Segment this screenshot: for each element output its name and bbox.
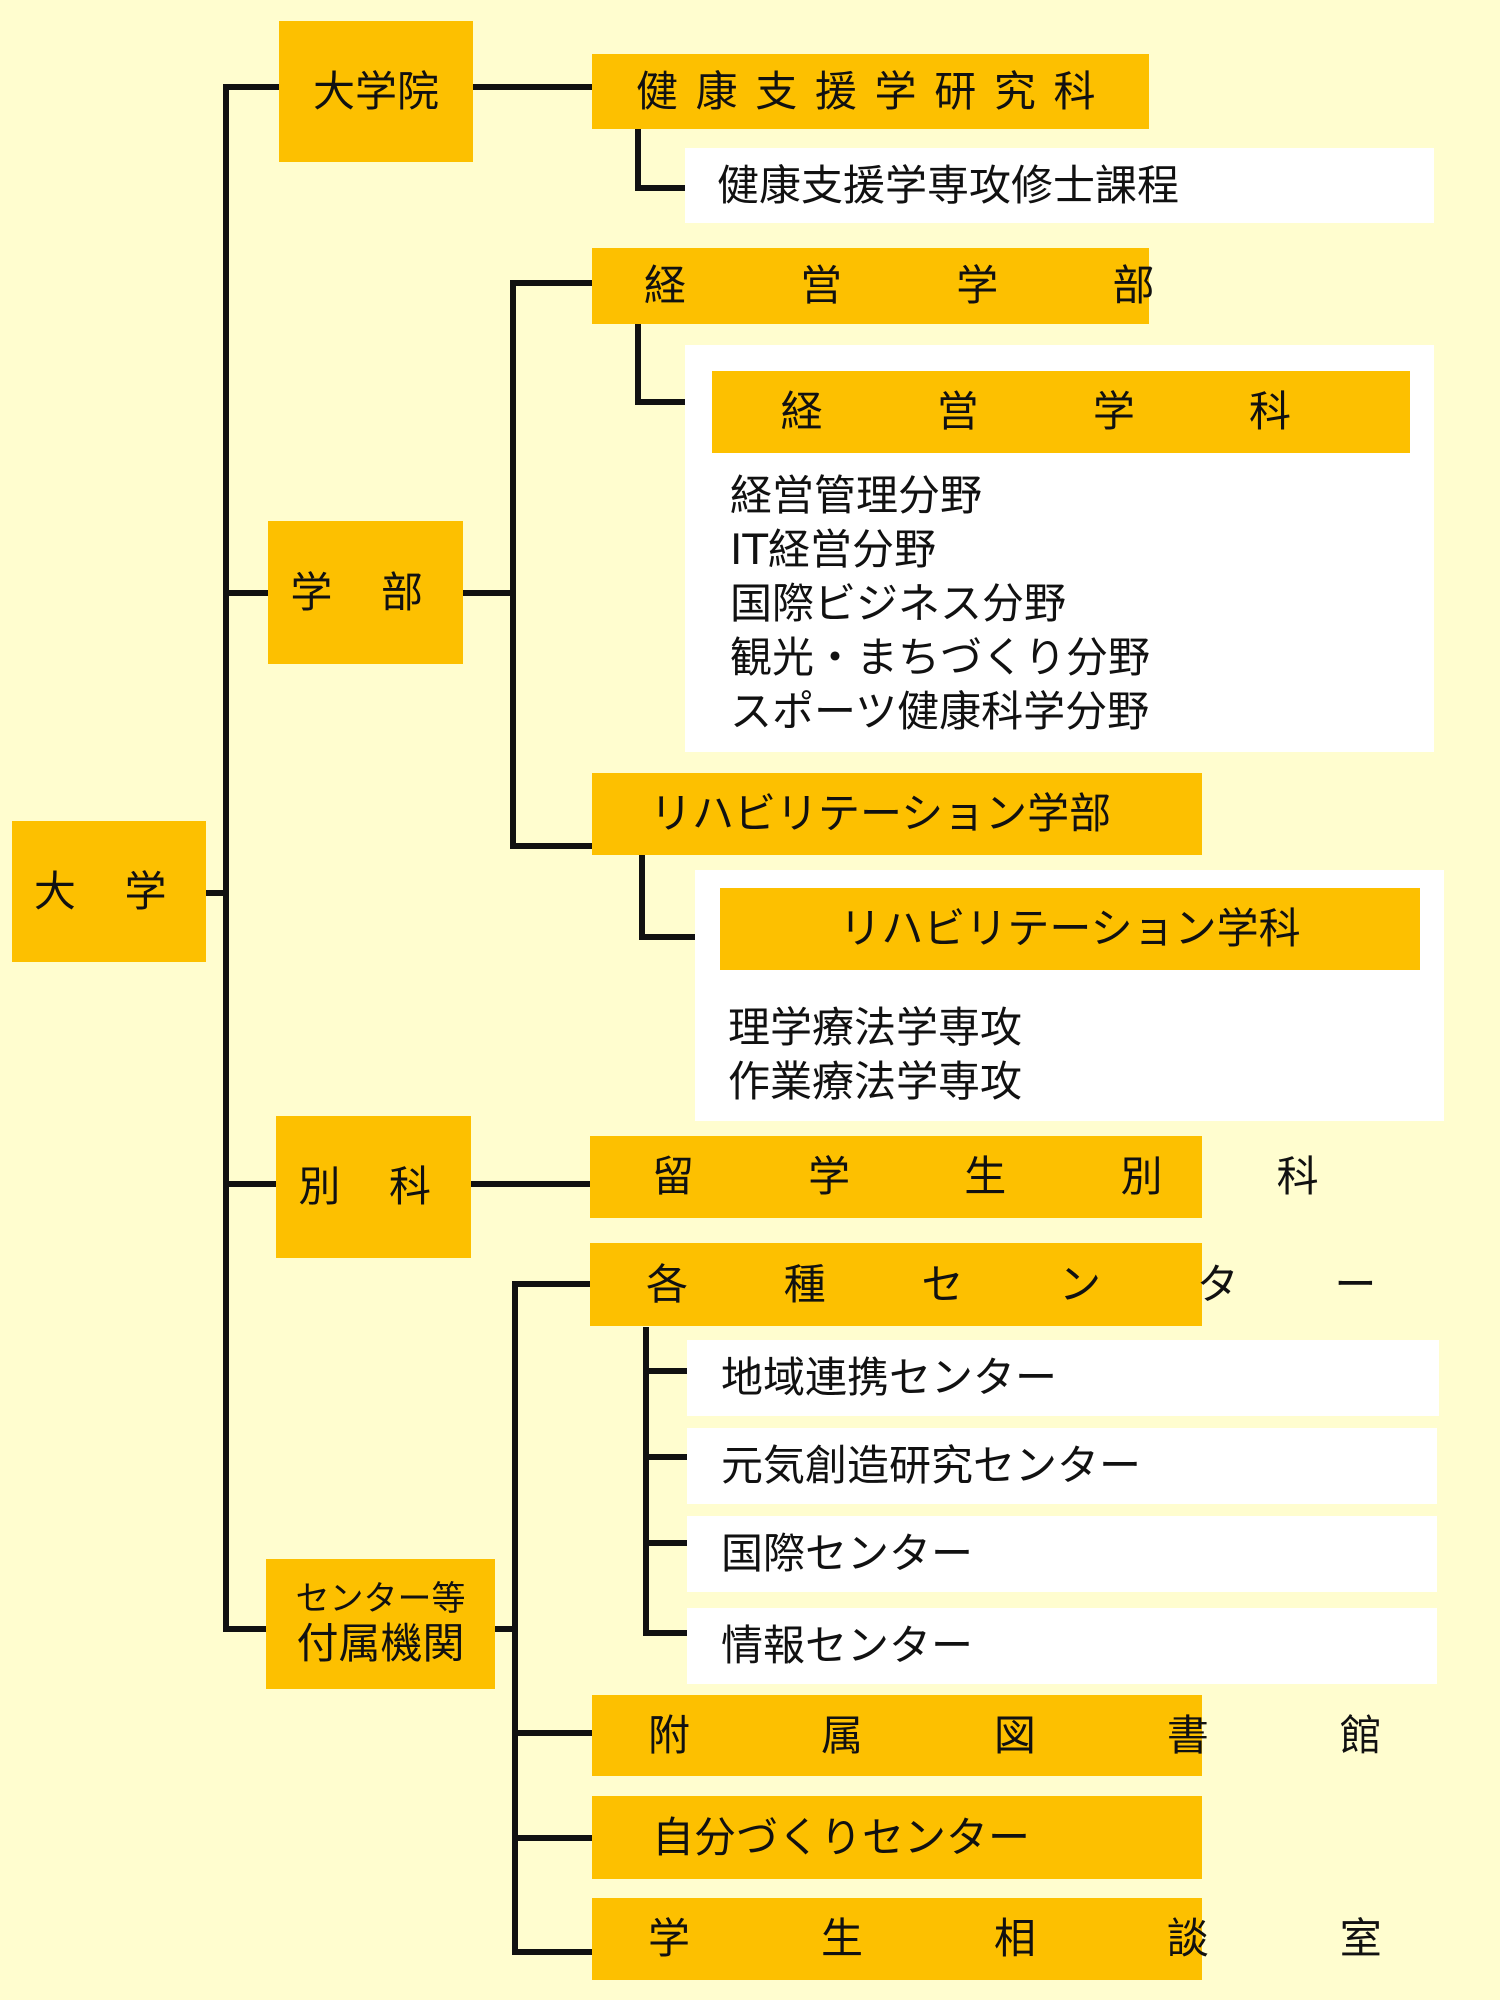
international-student-course-label: 留 学 生 別 科 <box>652 1152 1370 1201</box>
centers-label: 各 種 セ ン タ ー <box>646 1259 1418 1309</box>
connector-line <box>643 1327 649 1636</box>
special-course-label: 別 科 <box>298 1162 449 1211</box>
center-item-label: 国際センター <box>721 1529 974 1578</box>
management-field-item: 国際ビジネス分野 <box>730 579 1067 628</box>
management-field-item: IT経営分野 <box>730 525 937 574</box>
connector-line <box>635 185 685 191</box>
management-department-label: 経 営 学 科 <box>780 387 1342 436</box>
graduate-school-label: 健康支援学研究科 <box>636 66 1114 116</box>
library-label: 附 属 図 書 館 <box>648 1710 1441 1760</box>
management-department-box: 経 営 学 科 <box>712 371 1410 453</box>
connector-line <box>510 280 516 847</box>
management-field-item: 経営管理分野 <box>730 471 983 520</box>
international-student-course-box: 留 学 生 別 科 <box>590 1136 1319 1218</box>
connector-line <box>643 1630 687 1636</box>
jibun-center-label: 自分づくりセンター <box>652 1812 1031 1862</box>
rehab-department-label: リハビリテーション学科 <box>839 904 1301 953</box>
affiliated-label-bottom: 付属機関 <box>296 1619 465 1668</box>
affiliated-box: センター等 付属機関 <box>266 1559 495 1689</box>
rehab-faculty-box: リハビリテーション学部 <box>592 773 1202 855</box>
connector-line <box>223 84 229 1630</box>
counseling-box: 学 生 相 談 室 <box>592 1898 1382 1980</box>
connector-line <box>512 1835 593 1841</box>
library-box: 附 属 図 書 館 <box>592 1695 1382 1776</box>
connector-line <box>635 399 712 405</box>
center-item: 地域連携センター <box>687 1340 1439 1416</box>
counseling-label: 学 生 相 談 室 <box>648 1914 1441 1963</box>
center-item: 国際センター <box>687 1516 1437 1592</box>
connector-line <box>643 1368 687 1374</box>
connector-line <box>510 280 593 286</box>
connector-line <box>643 1540 687 1546</box>
connector-line <box>223 1626 268 1632</box>
faculty-label: 学 部 <box>290 567 441 617</box>
connector-line <box>512 1949 593 1955</box>
root-label: 大 学 <box>33 866 185 916</box>
connector-line <box>639 934 720 940</box>
connector-line <box>635 322 641 405</box>
special-course-box: 別 科 <box>276 1116 471 1258</box>
connector-line <box>471 84 593 90</box>
graduate-school-box: 健康支援学研究科 <box>592 54 1149 129</box>
management-faculty-label: 経 営 学 部 <box>644 261 1205 310</box>
centers-box: 各 種 セ ン タ ー <box>590 1243 1376 1326</box>
connector-line <box>510 843 593 849</box>
connector-line <box>512 1281 593 1287</box>
connector-line <box>223 84 280 90</box>
connector-line <box>635 127 641 191</box>
management-field-item: 観光・まちづくり分野 <box>730 633 1151 682</box>
rehab-faculty-label: リハビリテーション学部 <box>650 789 1112 838</box>
graduate-box: 大学院 <box>279 21 473 162</box>
connector-line <box>512 1730 593 1736</box>
root-box: 大 学 <box>12 821 206 962</box>
connector-line <box>223 1181 277 1187</box>
connector-line <box>461 590 513 596</box>
rehab-major-item: 理学療法学専攻 <box>728 1003 1023 1052</box>
affiliated-label-top: センター等 <box>295 1579 466 1619</box>
rehab-department-box: リハビリテーション学科 <box>720 888 1420 970</box>
connector-line <box>494 1626 515 1632</box>
management-faculty-box: 経 営 学 部 <box>592 248 1154 324</box>
graduate-label: 大学院 <box>312 66 439 116</box>
connector-line <box>204 890 226 896</box>
center-item: 情報センター <box>687 1608 1437 1684</box>
connector-line <box>639 855 645 940</box>
center-item-label: 元気創造研究センター <box>721 1441 1142 1490</box>
connector-line <box>643 1454 687 1460</box>
connector-line <box>470 1181 593 1187</box>
connector-line <box>223 590 269 596</box>
faculty-box: 学 部 <box>268 521 463 664</box>
center-item-label: 情報センター <box>721 1621 974 1670</box>
center-item-label: 地域連携センター <box>721 1353 1058 1402</box>
graduate-course-label: 健康支援学専攻修士課程 <box>717 160 1180 210</box>
rehab-major-item: 作業療法学専攻 <box>728 1057 1023 1106</box>
graduate-course-box: 健康支援学専攻修士課程 <box>685 148 1434 223</box>
center-item: 元気創造研究センター <box>687 1428 1437 1504</box>
connector-line <box>512 1281 518 1955</box>
jibun-center-box: 自分づくりセンター <box>592 1796 1202 1879</box>
management-field-item: スポーツ健康科学分野 <box>730 687 1150 736</box>
